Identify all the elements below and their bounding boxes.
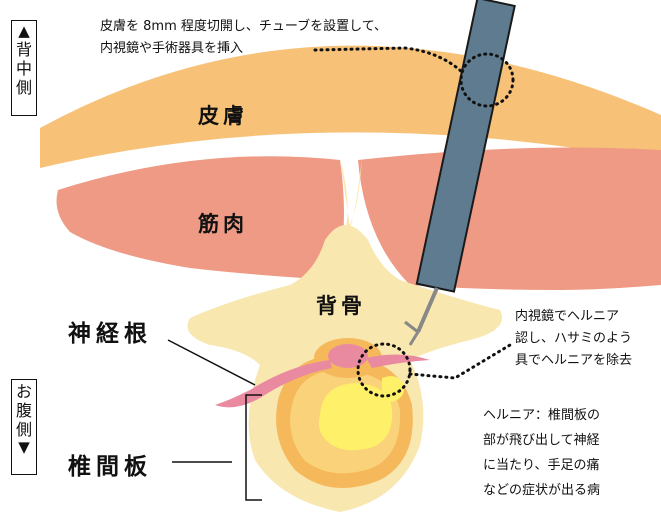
removal-note-line1: 内視鏡でヘルニア [515, 306, 619, 327]
back-side-char: 背 [16, 40, 32, 59]
disc-nucleus [319, 383, 392, 450]
up-arrow-icon: ▲ [18, 23, 30, 40]
hernia-note-line3: に当たり、手足の痛 [483, 455, 599, 476]
insertion-note-line2: 内視鏡や手術器具を挿入 [100, 38, 243, 59]
belly-side-indicator: お 腹 側 ▼ [11, 379, 37, 475]
belly-side-char: 側 [16, 420, 32, 439]
back-side-char: 側 [16, 78, 32, 97]
hernia-note-line2: 部が飛び出して神経 [483, 430, 600, 451]
removal-note-line2: 認し、ハサミのよう [515, 328, 632, 349]
bone-label: 背骨 [316, 290, 366, 320]
belly-side-char: 腹 [16, 401, 32, 420]
skin-label: 皮膚 [198, 100, 248, 130]
nerve-root-label: 神経根 [68, 314, 152, 348]
hernia-note-line1: ヘルニア：椎間板の [483, 405, 600, 426]
belly-side-char: お [16, 382, 32, 401]
down-arrow-icon: ▼ [18, 439, 30, 456]
back-side-char: 中 [16, 59, 32, 78]
muscle-label: 筋肉 [198, 208, 248, 238]
back-side-indicator: ▲ 背 中 側 [11, 20, 37, 116]
hernia-note-line4: などの症状が出る病 [483, 480, 600, 501]
disc-label: 椎間板 [68, 447, 152, 481]
insertion-note-line1: 皮膚を 8mm 程度切開し、チューブを設置して、 [100, 16, 387, 37]
removal-note-line3: 具でヘルニアを除去 [515, 350, 632, 371]
muscle-right [358, 148, 661, 290]
